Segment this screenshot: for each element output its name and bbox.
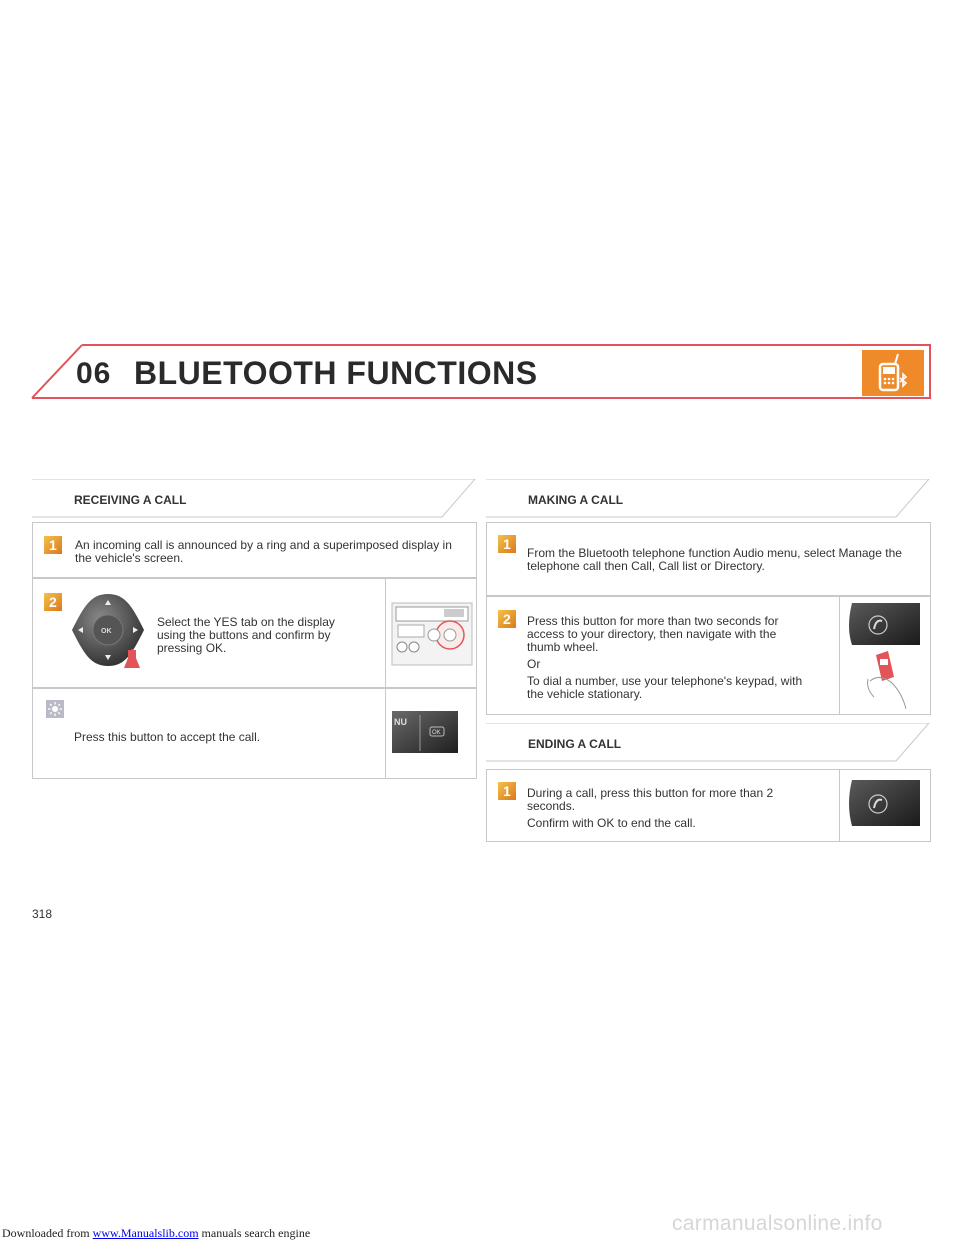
chapter-header xyxy=(30,344,931,399)
receiving-title: RECEIVING A CALL xyxy=(74,493,187,507)
bluetooth-phone-icon xyxy=(862,350,924,396)
making-title: MAKING A CALL xyxy=(528,493,624,507)
page-number: 318 xyxy=(32,907,53,921)
ending-section-header: ENDING A CALL xyxy=(486,723,930,762)
chapter-title: BLUETOOTH FUNCTIONS xyxy=(134,355,538,391)
svg-text:NU: NU xyxy=(394,717,407,727)
making-step-2-text: Press this button for more than two seco… xyxy=(527,614,779,654)
receiving-step-1-text: An incoming call is announced by a ring … xyxy=(75,538,452,565)
ending-step-1: During a call, press this button for mor… xyxy=(486,769,931,842)
step-1-badge: 1 xyxy=(40,533,66,557)
manualslib-link[interactable]: www.Manualslib.com xyxy=(92,1226,199,1240)
ok-button-image: NU OK xyxy=(385,689,477,778)
lightbulb-icon xyxy=(42,697,68,721)
making-step-2-keypad: To dial a number, use your telephone's k… xyxy=(527,674,803,701)
receiving-step-2: Select the YES tab on the display using … xyxy=(32,578,477,688)
watermark: carmanualsonline.info xyxy=(672,1212,883,1235)
step-2-badge: 2 xyxy=(494,607,520,631)
chapter-number: 06 xyxy=(76,357,112,390)
steering-phone-button-image xyxy=(839,597,931,714)
making-step-1-text: From the Bluetooth telephone function Au… xyxy=(527,546,902,573)
receiving-section-header: RECEIVING A CALL xyxy=(32,479,476,518)
making-step-2: Press this button for more than two seco… xyxy=(486,596,931,715)
svg-text:OK: OK xyxy=(101,628,112,635)
step-1-badge: 1 xyxy=(494,532,520,556)
receiving-tip-text: Press this button to accept the call. xyxy=(74,730,261,744)
ending-step-1-text: During a call, press this button for mor… xyxy=(527,786,774,813)
ending-title: ENDING A CALL xyxy=(528,737,622,751)
receiving-step-1: An incoming call is announced by a ring … xyxy=(32,522,477,578)
svg-text:OK: OK xyxy=(432,730,441,736)
making-step-2-or: Or xyxy=(527,657,541,671)
ending-step-1-confirm: Confirm with OK to end the call. xyxy=(527,816,696,830)
steering-phone-button-image xyxy=(839,770,931,841)
step-2-badge: 2 xyxy=(40,590,66,614)
making-step-1: From the Bluetooth telephone function Au… xyxy=(486,522,931,596)
audio-unit-image xyxy=(385,579,477,687)
receiving-tip: Press this button to accept the call. NU… xyxy=(32,688,477,779)
navigation-wheel-image: OK xyxy=(70,592,146,668)
step-1-badge: 1 xyxy=(494,779,520,803)
receiving-step-2-text: Select the YES tab on the display using … xyxy=(157,615,335,655)
making-section-header: MAKING A CALL xyxy=(486,479,930,518)
download-footer: Downloaded from www.Manualslib.com manua… xyxy=(2,1226,311,1240)
